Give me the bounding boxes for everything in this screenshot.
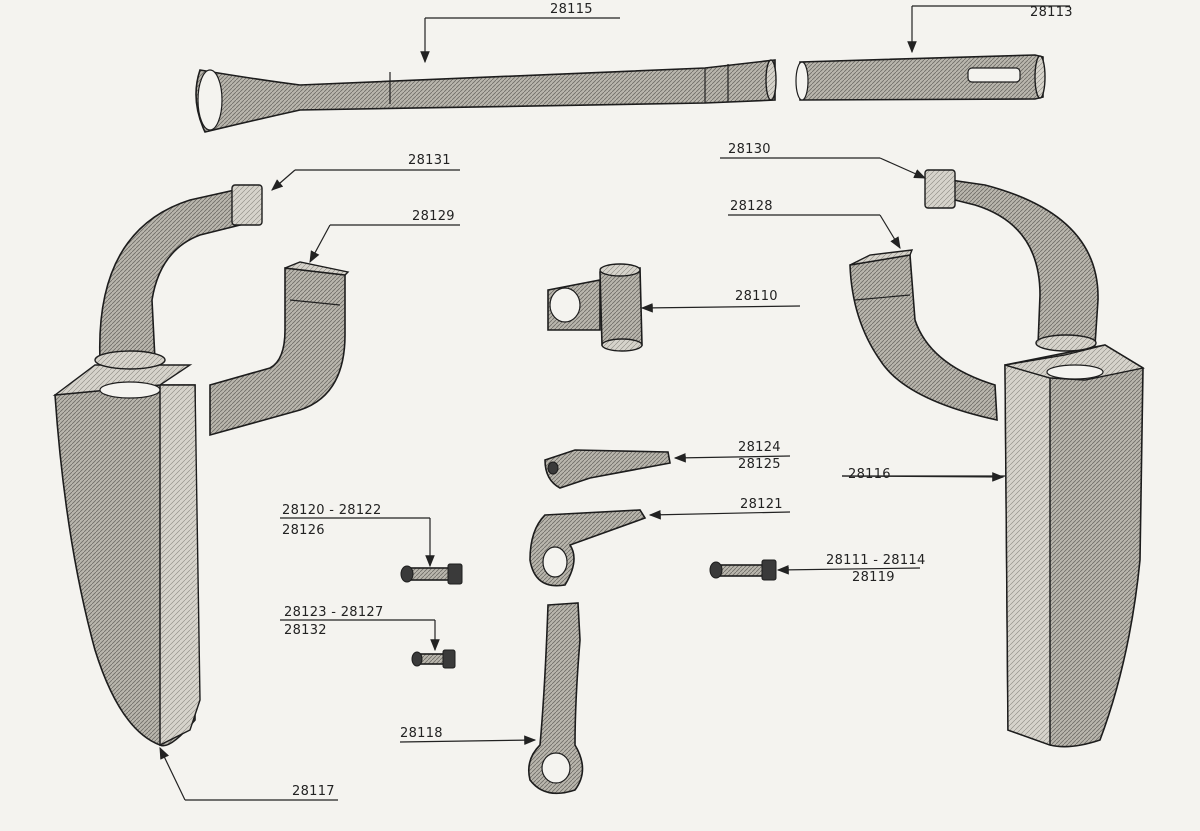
clamp-28110 — [547, 263, 643, 352]
label-28126: 28126 — [282, 523, 325, 538]
bolt-28123 — [411, 649, 456, 669]
label-28128: 28128 — [730, 199, 773, 214]
bolt-28120 — [400, 563, 463, 585]
label-28116: 28116 — [848, 467, 891, 482]
label-28131: 28131 — [408, 153, 451, 168]
label-28118: 28118 — [400, 726, 443, 741]
label-28121: 28121 — [740, 497, 783, 512]
arm-28121 — [529, 509, 647, 587]
label-28117: 28117 — [292, 784, 335, 799]
bolt-28111 — [709, 559, 777, 581]
elbow-28130 — [924, 169, 1099, 352]
label-28124: 28124 — [738, 440, 781, 455]
leader-lines — [159, 5, 1070, 801]
label-28120-28122: 28120 - 28122 — [282, 503, 382, 518]
tube-28113 — [795, 54, 1046, 101]
label-28123-28127: 28123 - 28127 — [284, 605, 384, 620]
label-28130: 28130 — [728, 142, 771, 157]
label-28110: 28110 — [735, 289, 778, 304]
label-28115: 28115 — [550, 2, 593, 17]
tube-28115 — [195, 59, 777, 133]
duct-28128 — [849, 249, 998, 422]
label-28129: 28129 — [412, 209, 455, 224]
label-28132: 28132 — [284, 623, 327, 638]
part-labels: 28115 28113 28131 28130 28129 28128 2811… — [282, 2, 1073, 799]
elbow-28131 — [94, 184, 263, 370]
label-28119: 28119 — [852, 570, 895, 585]
label-28125: 28125 — [738, 457, 781, 472]
arm-28118 — [527, 602, 584, 795]
arm-28124 — [544, 449, 671, 489]
duct-28129 — [209, 261, 350, 437]
label-28113: 28113 — [1030, 5, 1073, 20]
housing-28117 — [52, 364, 201, 747]
label-28111-28114: 28111 - 28114 — [826, 553, 926, 568]
housing-28116 — [1004, 344, 1145, 748]
